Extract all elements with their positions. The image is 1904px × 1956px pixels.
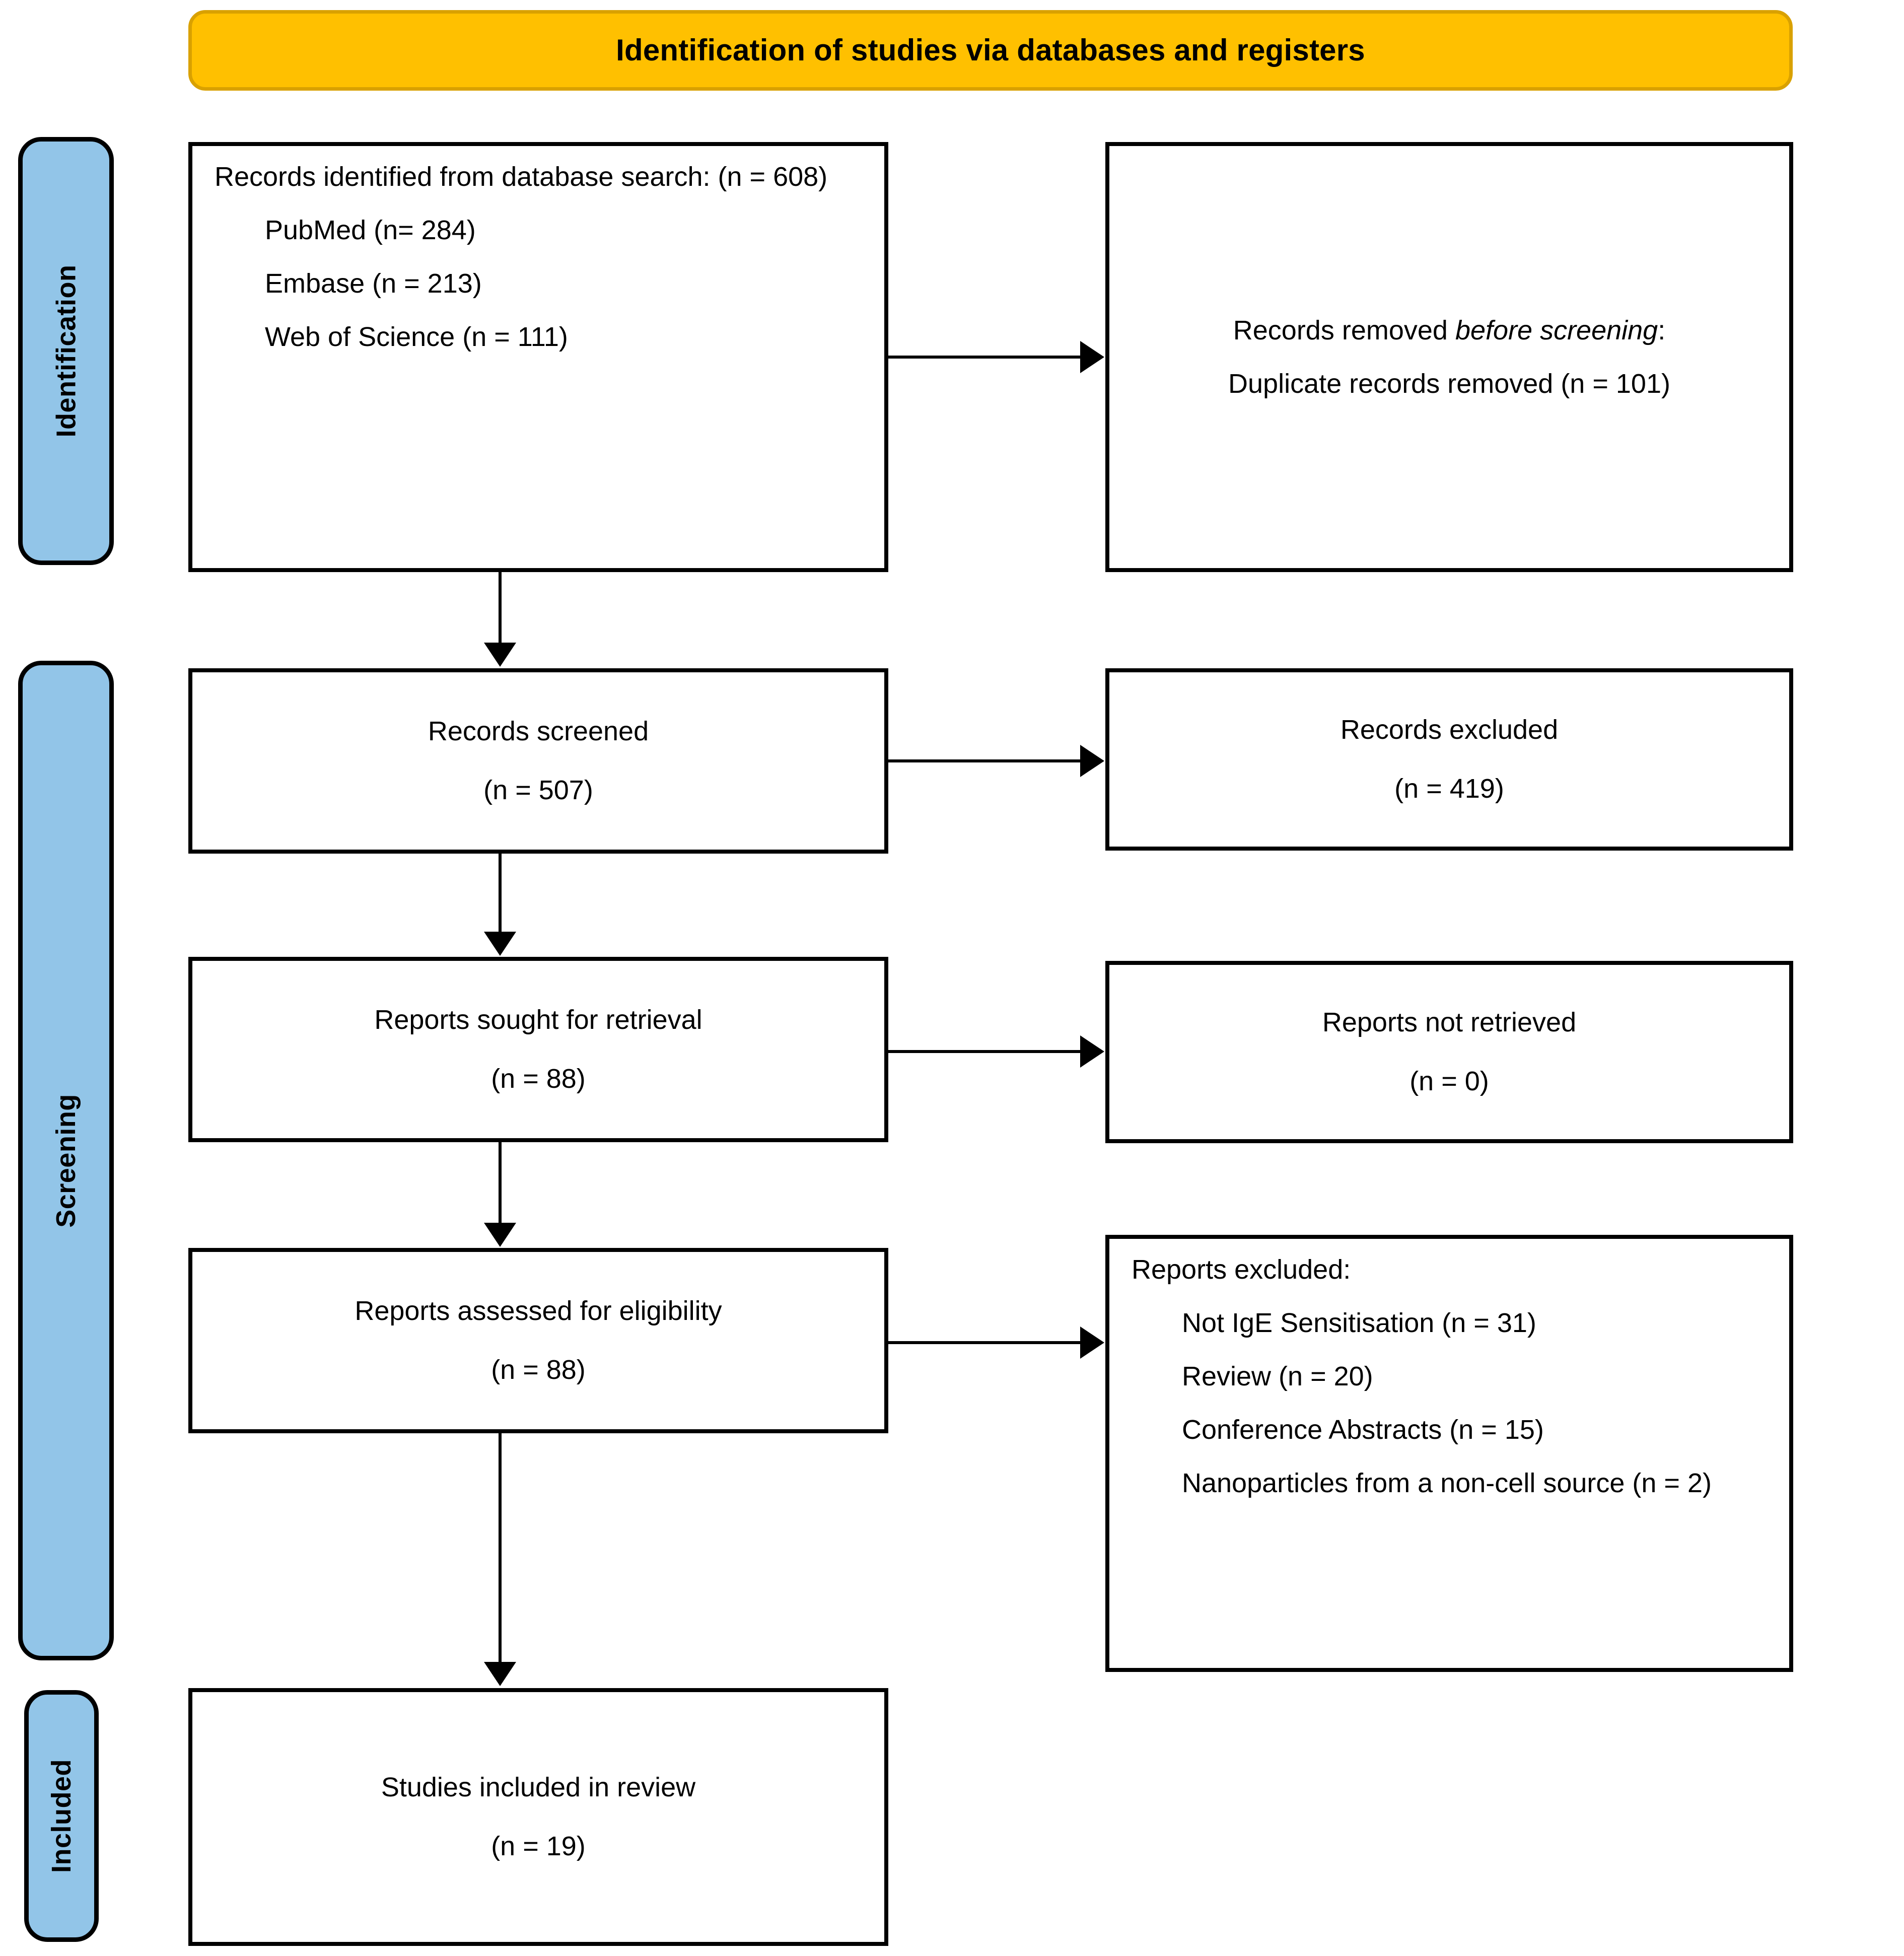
box-records-identified: Records identified from database search:… bbox=[188, 142, 888, 572]
arrowhead-assessed-to-included bbox=[484, 1662, 516, 1686]
records-removed-heading-suffix: : bbox=[1658, 315, 1666, 345]
reports-sought-label: Reports sought for retrieval bbox=[374, 1004, 702, 1035]
source-pubmed: PubMed (n= 284) bbox=[265, 215, 476, 245]
duplicate-records-removed: Duplicate records removed (n = 101) bbox=[1228, 369, 1670, 399]
stage-label-screening: Screening bbox=[18, 661, 114, 1660]
box-studies-included-content: Studies included in review (n = 19) bbox=[215, 1766, 862, 1869]
stage-label-included: Included bbox=[24, 1690, 99, 1942]
stage-label-identification-text: Identification bbox=[51, 264, 81, 438]
box-records-removed: Records removed before screening: Duplic… bbox=[1105, 142, 1793, 572]
connector-assessed-to-reports-excluded bbox=[888, 1341, 1081, 1344]
arrowhead-assessed-to-reports-excluded bbox=[1080, 1326, 1104, 1359]
arrowhead-sought-to-assessed bbox=[484, 1223, 516, 1247]
box-records-screened-content: Records screened (n = 507) bbox=[215, 710, 862, 813]
records-excluded-count: (n = 419) bbox=[1394, 774, 1504, 804]
records-identified-heading: Records identified from database search:… bbox=[215, 162, 828, 192]
stage-label-included-text: Included bbox=[46, 1759, 77, 1873]
reports-assessed-count: (n = 88) bbox=[491, 1355, 586, 1385]
box-reports-not-retrieved: Reports not retrieved (n = 0) bbox=[1105, 961, 1793, 1143]
box-records-screened: Records screened (n = 507) bbox=[188, 668, 888, 854]
source-embase: Embase (n = 213) bbox=[265, 268, 482, 299]
records-screened-label: Records screened bbox=[428, 716, 649, 746]
box-records-removed-content: Records removed before screening: Duplic… bbox=[1132, 317, 1767, 397]
arrowhead-sought-to-not-retrieved bbox=[1080, 1035, 1104, 1068]
box-reports-excluded-content: Reports excluded: Not IgE Sensitisation … bbox=[1132, 1256, 1767, 1497]
reports-not-retrieved-label: Reports not retrieved bbox=[1322, 1007, 1577, 1037]
box-reports-sought: Reports sought for retrieval (n = 88) bbox=[188, 957, 888, 1142]
reason-conference-abstracts: Conference Abstracts (n = 15) bbox=[1182, 1415, 1544, 1445]
connector-sought-to-not-retrieved bbox=[888, 1050, 1081, 1053]
box-studies-included: Studies included in review (n = 19) bbox=[188, 1688, 888, 1946]
records-removed-heading: Records removed before screening: bbox=[1132, 317, 1767, 344]
reports-sought-count: (n = 88) bbox=[491, 1064, 586, 1094]
box-records-excluded-content: Records excluded (n = 419) bbox=[1132, 708, 1767, 811]
records-screened-count: (n = 507) bbox=[483, 775, 593, 805]
box-reports-assessed: Reports assessed for eligibility (n = 88… bbox=[188, 1248, 888, 1433]
connector-screened-to-sought bbox=[499, 854, 502, 933]
studies-included-label: Studies included in review bbox=[381, 1772, 696, 1802]
records-removed-heading-italic: before screening bbox=[1455, 315, 1658, 345]
connector-identified-to-screened bbox=[499, 572, 502, 644]
stage-label-identification: Identification bbox=[18, 137, 114, 565]
reason-nanoparticles-non-cell-source: Nanoparticles from a non-cell source (n … bbox=[1182, 1468, 1712, 1498]
connector-assessed-to-included bbox=[499, 1433, 502, 1663]
box-records-excluded: Records excluded (n = 419) bbox=[1105, 668, 1793, 851]
arrowhead-identified-to-screened bbox=[484, 643, 516, 667]
arrowhead-screened-to-sought bbox=[484, 932, 516, 956]
connector-identified-to-removed bbox=[888, 356, 1081, 359]
arrowhead-identified-to-removed bbox=[1080, 341, 1104, 373]
reason-not-ige-sensitisation: Not IgE Sensitisation (n = 31) bbox=[1182, 1308, 1536, 1338]
diagram-title-banner: Identification of studies via databases … bbox=[188, 10, 1793, 91]
reports-not-retrieved-count: (n = 0) bbox=[1409, 1066, 1489, 1096]
arrowhead-screened-to-excluded bbox=[1080, 745, 1104, 777]
box-reports-not-retrieved-content: Reports not retrieved (n = 0) bbox=[1132, 1001, 1767, 1104]
box-reports-sought-content: Reports sought for retrieval (n = 88) bbox=[215, 998, 862, 1101]
records-removed-heading-prefix: Records removed bbox=[1233, 315, 1455, 345]
records-excluded-label: Records excluded bbox=[1340, 714, 1559, 745]
source-web-of-science: Web of Science (n = 111) bbox=[265, 322, 568, 352]
box-records-identified-content: Records identified from database search:… bbox=[215, 163, 862, 351]
reports-assessed-label: Reports assessed for eligibility bbox=[355, 1295, 722, 1326]
reason-review: Review (n = 20) bbox=[1182, 1361, 1373, 1391]
diagram-title: Identification of studies via databases … bbox=[616, 33, 1365, 67]
studies-included-count: (n = 19) bbox=[491, 1831, 586, 1861]
box-reports-assessed-content: Reports assessed for eligibility (n = 88… bbox=[215, 1289, 862, 1392]
reports-excluded-heading: Reports excluded: bbox=[1132, 1254, 1351, 1285]
connector-sought-to-assessed bbox=[499, 1142, 502, 1224]
stage-label-screening-text: Screening bbox=[51, 1093, 81, 1228]
connector-screened-to-excluded bbox=[888, 759, 1081, 762]
box-reports-excluded-reasons: Reports excluded: Not IgE Sensitisation … bbox=[1105, 1235, 1793, 1672]
